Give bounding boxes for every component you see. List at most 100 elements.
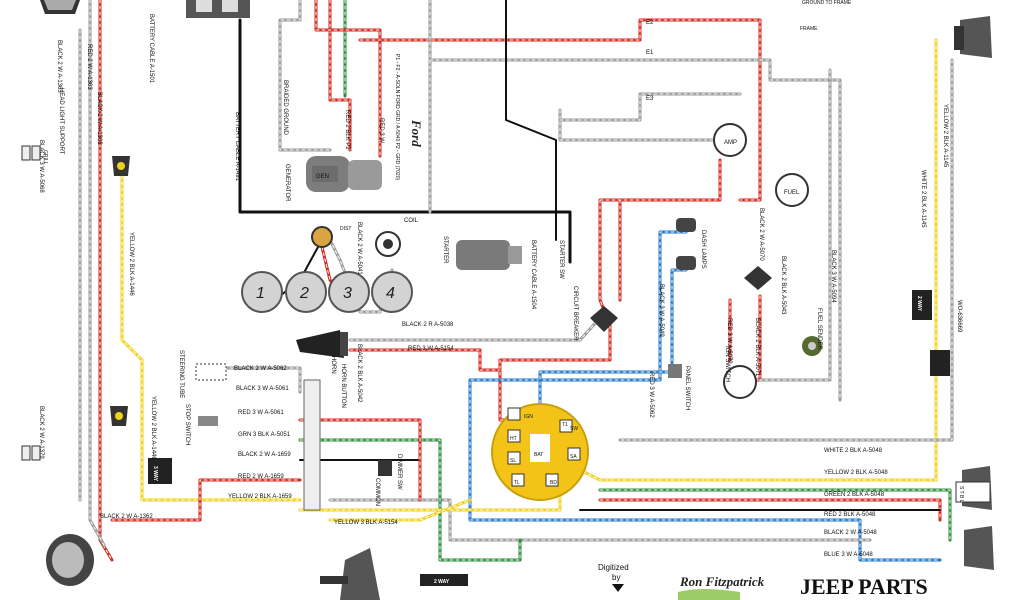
dash-lamp-2 <box>676 256 696 270</box>
label-red-3w-ign: RED 3 W A-5072 <box>726 318 732 364</box>
wire-gray-horn-tracer <box>349 317 601 341</box>
label-red-2w-top-left: RED 2 W A-1363 <box>86 44 92 90</box>
label-starter-sw: STARTER SW <box>558 240 564 279</box>
wire-gray-row-tracer <box>223 367 301 393</box>
credits: Digitized by Ron Fitzpatrick JEEP PARTS <box>598 563 928 600</box>
wire-gray-horn <box>348 316 602 342</box>
two-way-connector-right-b <box>930 350 950 376</box>
headlight-bottom-left <box>46 534 94 586</box>
wire-red-left-main <box>98 0 114 562</box>
label-black-2w-a: BLACK 2 W A-5062 <box>234 366 287 372</box>
label-common: COMMON <box>374 478 380 506</box>
label-stop-switch: STOP SWITCH <box>184 404 190 445</box>
label-coil: COIL <box>404 218 419 224</box>
grill-light-top <box>21 145 41 161</box>
wire-red-switch <box>498 318 612 422</box>
label-black-2w-left: BLACK 2 W A-1362 <box>100 514 153 520</box>
logo-swoosh <box>678 589 740 600</box>
wire-blue-dash-tracer <box>469 231 941 561</box>
wire-gray-e3-tracer <box>559 93 741 121</box>
horn-bottom <box>320 548 380 600</box>
label-fuel: FUEL <box>784 190 800 196</box>
main-light-switch <box>491 403 589 501</box>
label-steering-tube: STEERING TUBE <box>178 350 184 398</box>
label-ign-switch: IGN SWITCH <box>724 346 730 382</box>
label-black-3w-grill: BLACK 3 W A-5068 <box>38 140 44 193</box>
wire-red-long-top-tracer <box>359 19 761 201</box>
label-p1-note: P1 - F2 - A-SOLN FORD GRD / A-5040 P2 - … <box>394 54 400 180</box>
label-battery-cable-2: BATTERY CABLE A-1504 <box>530 240 536 310</box>
wire-gray-top-1-tracer <box>279 0 331 151</box>
label-head-light-support: HEAD LIGHT SUPPORT <box>58 88 64 155</box>
plug-number-2: 2 <box>299 285 309 302</box>
label-sa: SA <box>570 454 577 460</box>
label-sw: SW <box>570 426 578 432</box>
label-to-frame: GROUND TO FRAME <box>802 0 852 6</box>
label-two-way: 2 WAY <box>916 296 922 312</box>
label-white-2blk-tr: WHITE 2 BLK A-1145 <box>920 170 926 228</box>
wire-gray-bottom-long-tracer <box>329 499 871 541</box>
label-bd: BD <box>550 480 557 486</box>
label-dash-lamps: DASH LAMPS <box>700 230 706 269</box>
label-frame: FRAME <box>800 26 818 32</box>
two-way-connector-right <box>912 290 932 320</box>
spark-plug-1 <box>241 271 283 313</box>
label-e1: E1 <box>646 50 654 56</box>
label-black-2blk: BLACK 2 BLK A-5043 <box>780 256 786 315</box>
label-black-3w-right: BLACK 3 W A-5094 <box>830 250 836 303</box>
wire-red-starter-tracer <box>599 159 721 311</box>
label-black-3w-b: BLACK 3 W A-5061 <box>236 386 289 392</box>
label-dimmer-switch: DIMMER SW <box>396 454 402 490</box>
label-grn-3blk: GRN 3 BLK A-5051 <box>238 432 291 438</box>
label-red-blk-p2: RED 2 BLK P2 <box>344 110 350 150</box>
wire-green-right-tracer <box>599 489 951 541</box>
label-three-way: 3 WAY <box>152 466 158 482</box>
starter-motor <box>456 240 522 270</box>
label-circuit-breaker: CIRCUIT BREAKER <box>572 286 578 341</box>
wire-gray-top-long-tracer <box>429 0 841 401</box>
label-yellow-3blk-g: YELLOW 3 BLK A-5154 <box>334 520 398 526</box>
label-ford: Ford <box>409 119 424 147</box>
page-title: JEEP PARTS <box>800 574 928 599</box>
label-black-2r: BLACK 2 R A-5038 <box>402 322 454 328</box>
wire-black-starter <box>505 0 557 241</box>
wire-red-switch-tracer <box>499 319 611 421</box>
label-ht: HT <box>510 436 517 442</box>
label-black-2w-grill2: BLACK 2 W A-1379 <box>38 406 44 459</box>
label-blue-3w: BLUE 3 W A-5048 <box>824 552 873 558</box>
label-gen-tag: GEN <box>316 174 329 180</box>
rear-connector-block <box>955 481 991 503</box>
wire-gray-right-v-tracer <box>759 69 831 381</box>
spark-plug-3 <box>328 271 370 313</box>
by-text: by <box>612 573 620 582</box>
label-red-3w-b2: RED 3 W A-5062 <box>648 372 654 418</box>
label-black-2w-fuel: BLACK 2 W A-5070 <box>758 208 764 261</box>
label-panel-switch: PANEL SWITCH <box>684 366 690 410</box>
label-white-2blk: WHITE 2 BLK A-5048 <box>824 448 883 454</box>
label-tl: TL <box>514 480 520 486</box>
dash-lamp-1 <box>676 218 696 232</box>
digitized-text: Digitized <box>598 563 629 572</box>
wire-gray-mid-tracer <box>559 109 721 141</box>
label-yellow-2blk-f: YELLOW 2 BLK A-1659 <box>228 494 292 500</box>
wire-red-gen-2-tracer <box>315 0 381 157</box>
label-red-3w-lower: RED 3 W A-5154 <box>408 346 454 352</box>
blackout-lamp-left-top <box>112 156 130 176</box>
label-layer: BATTERY CABLE A-1501 BRAIDED GROUND GROU… <box>38 0 964 558</box>
label-braided-ground: BRAIDED GROUND <box>282 80 288 136</box>
label-stoplight: S T B L <box>958 486 964 503</box>
wire-red-left-box-tracer <box>111 479 301 521</box>
wire-green-right <box>598 488 952 542</box>
label-amp: AMP <box>724 140 737 146</box>
ignition-coil <box>375 231 401 257</box>
horn <box>296 330 348 358</box>
plug-number-4: 4 <box>386 285 395 302</box>
label-black-2blk-horn: BLACK 2 BLK A-5042 <box>356 344 362 403</box>
wire-green-left-tracer <box>299 439 521 561</box>
wire-yellow-dimmer-tracer <box>329 499 471 521</box>
grill-light-bottom <box>21 445 41 461</box>
label-ign: IGN <box>524 414 533 420</box>
steering-tube <box>195 363 227 381</box>
